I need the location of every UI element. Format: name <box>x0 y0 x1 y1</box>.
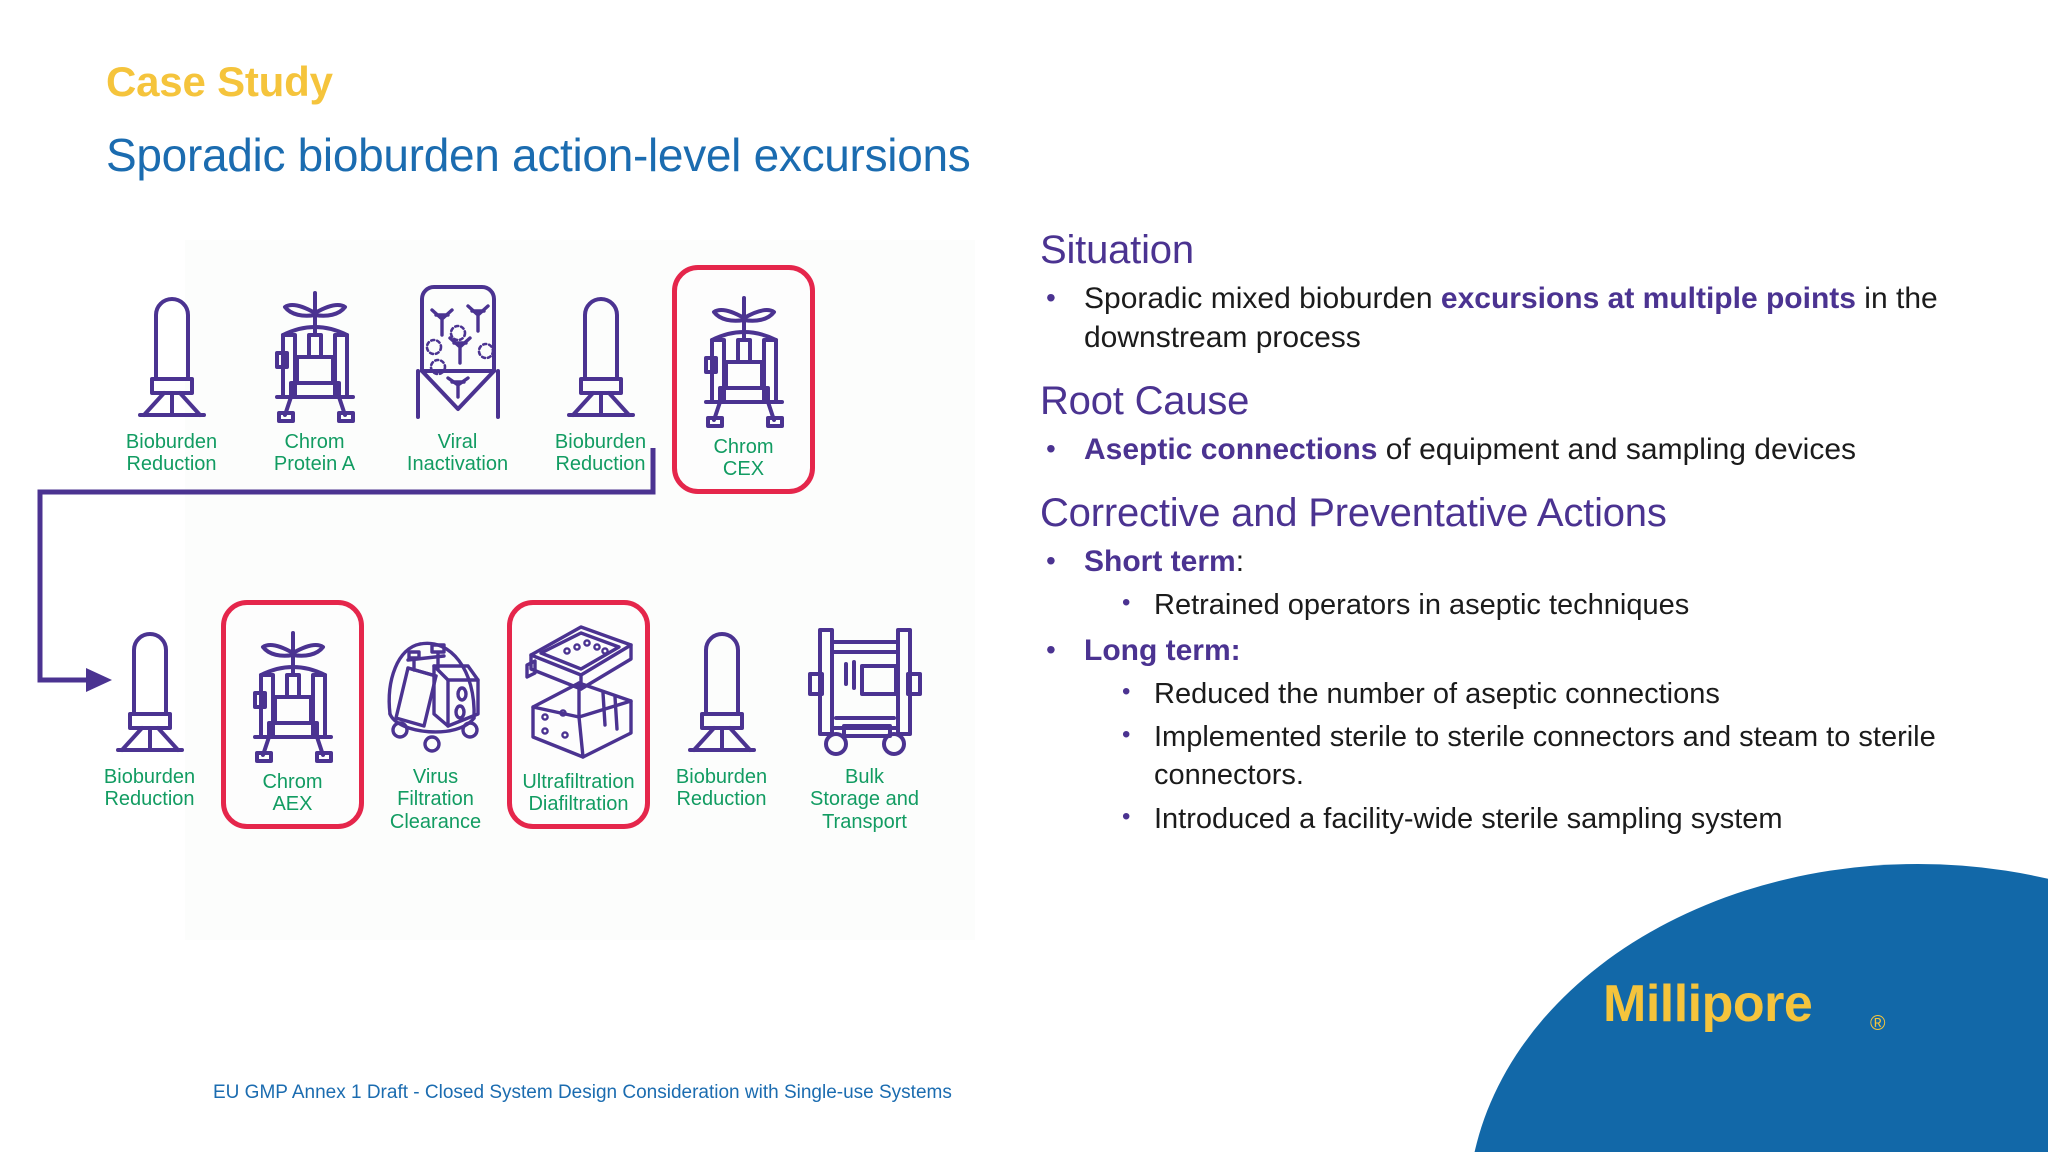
sub-bullet-dot: • <box>1122 677 1131 705</box>
bullet-text: Aseptic connections of equipment and sam… <box>1084 430 2025 469</box>
process-node-label: Chrom CEX <box>713 436 774 481</box>
bioburden-filter-icon <box>104 610 196 758</box>
process-node-bioburden-reduction-4[interactable]: Bioburden Reduction <box>650 600 793 819</box>
chromatography-press-icon <box>239 615 347 763</box>
bioburden-filter-icon <box>555 275 647 423</box>
logo-registered-mark: ® <box>1870 1012 1886 1035</box>
ultrafiltration-cassette-icon <box>519 615 639 763</box>
sub-bullet-text: Reduced the number of aseptic connection… <box>1154 677 1720 710</box>
bullet-item-long-term: • Long term: <box>1040 631 2025 670</box>
process-node-bioburden-reduction-1[interactable]: Bioburden Reduction <box>100 265 243 484</box>
sub-bullet-dot: • <box>1122 589 1131 616</box>
process-node-label: Bioburden Reduction <box>554 431 647 476</box>
sub-bullet-text: Retrained operators in aseptic technique… <box>1154 589 1690 621</box>
process-node-label: Viral Inactivation <box>406 431 509 476</box>
sub-bullet-item: • Introduced a facility-wide sterile sam… <box>1116 801 2025 839</box>
section-heading-situation: Situation <box>1040 228 1194 272</box>
section-situation: Situation • Sporadic mixed bioburden exc… <box>1040 228 2025 357</box>
process-row-upstream: Bioburden Reduction <box>100 265 815 494</box>
chromatography-press-icon <box>690 280 798 428</box>
bullet-text-emphasis: Short term <box>1084 545 1236 578</box>
bioburden-filter-icon <box>126 275 218 423</box>
process-node-label: Chrom Protein A <box>273 431 356 476</box>
process-node-label: Bioburden Reduction <box>675 766 768 811</box>
bullet-text-pre: Sporadic mixed bioburden <box>1084 282 1441 315</box>
bullet-text: Long term: <box>1084 631 2025 670</box>
section-heading-capa: Corrective and Preventative Actions <box>1040 491 1667 535</box>
chromatography-press-icon <box>261 275 369 423</box>
bullet-text-post: : <box>1235 545 1245 578</box>
bullet-dot: • <box>1046 545 1056 576</box>
process-row-downstream: Bioburden Reduction <box>78 600 936 841</box>
bullet-text-emphasis: excursions at multiple points <box>1440 282 1856 315</box>
section-heading-root-cause: Root Cause <box>1040 379 1250 423</box>
bullet-text: Sporadic mixed bioburden excursions at m… <box>1084 279 2025 357</box>
viral-inactivation-tank-icon <box>402 275 514 423</box>
process-node-label: Bulk Storage and Transport <box>810 766 919 833</box>
process-node-label: Virus Filtration Clearance <box>389 766 482 833</box>
logo-wordmark: Millipore <box>1603 975 1813 1033</box>
process-node-bioburden-reduction-3[interactable]: Bioburden Reduction <box>78 600 221 819</box>
sub-bullet-item: • Implemented sterile to sterile connect… <box>1116 719 2025 794</box>
slide-kicker: Case Study <box>106 58 333 105</box>
virus-filtration-skid-icon <box>378 610 494 758</box>
bullet-item: • Sporadic mixed bioburden excursions at… <box>1040 279 2025 357</box>
sub-bullet-item: • Reduced the number of aseptic connecti… <box>1116 676 2025 714</box>
process-node-label: Bioburden Reduction <box>103 766 196 811</box>
process-node-bioburden-reduction-2[interactable]: Bioburden Reduction <box>529 265 672 484</box>
bullet-dot: • <box>1046 433 1056 464</box>
bullet-item: • Aseptic connections of equipment and s… <box>1040 430 2025 469</box>
process-node-bulk-storage-transport[interactable]: Bulk Storage and Transport <box>793 600 936 841</box>
bullet-text: Short term: <box>1084 542 2025 581</box>
bulk-storage-cart-icon <box>806 610 924 758</box>
slide-subtitle: Sporadic bioburden action-level excursio… <box>106 129 971 181</box>
process-node-ultrafiltration-diafiltration[interactable]: Ultrafiltration Diafiltration <box>507 600 650 829</box>
sub-bullet-text: Implemented sterile to sterile connector… <box>1154 721 1936 792</box>
footer-source-note: EU GMP Annex 1 Draft - Closed System Des… <box>213 1082 952 1103</box>
process-flow-diagram: Bioburden Reduction <box>0 210 985 940</box>
bullet-text-emphasis: Long term: <box>1084 633 1241 667</box>
bullet-item-short-term: • Short term: <box>1040 542 2025 581</box>
bullet-dot: • <box>1046 633 1056 665</box>
sub-bullet-text: Introduced a facility-wide sterile sampl… <box>1154 802 1783 835</box>
process-node-label: Bioburden Reduction <box>125 431 218 476</box>
process-node-virus-filtration[interactable]: Virus Filtration Clearance <box>364 600 507 841</box>
sub-bullet-item: • Retrained operators in aseptic techniq… <box>1116 587 2025 625</box>
process-node-chrom-aex[interactable]: Chrom AEX <box>221 600 364 829</box>
section-root-cause: Root Cause • Aseptic connections of equi… <box>1040 379 2025 469</box>
process-node-viral-inactivation[interactable]: Viral Inactivation <box>386 265 529 484</box>
process-node-chrom-cex[interactable]: Chrom CEX <box>672 265 815 494</box>
bullet-text-emphasis: Aseptic connections <box>1084 433 1378 466</box>
process-node-label: Chrom AEX <box>262 771 323 816</box>
case-study-details: Situation • Sporadic mixed bioburden exc… <box>1040 228 2025 860</box>
bullet-text-post: in the downstream process <box>1084 282 1938 354</box>
process-node-label: Ultrafiltration Diafiltration <box>522 771 635 816</box>
sub-bullet-dot: • <box>1122 721 1131 749</box>
millipore-logo: Millipore ® <box>1348 822 2048 1152</box>
section-corrective-preventative-actions: Corrective and Preventative Actions • Sh… <box>1040 491 2025 838</box>
sub-bullet-dot: • <box>1122 802 1131 830</box>
bullet-text-post: of equipment and sampling devices <box>1377 433 1857 466</box>
bullet-dot: • <box>1046 282 1056 313</box>
process-node-chrom-protein-a[interactable]: Chrom Protein A <box>243 265 386 484</box>
bioburden-filter-icon <box>676 610 768 758</box>
